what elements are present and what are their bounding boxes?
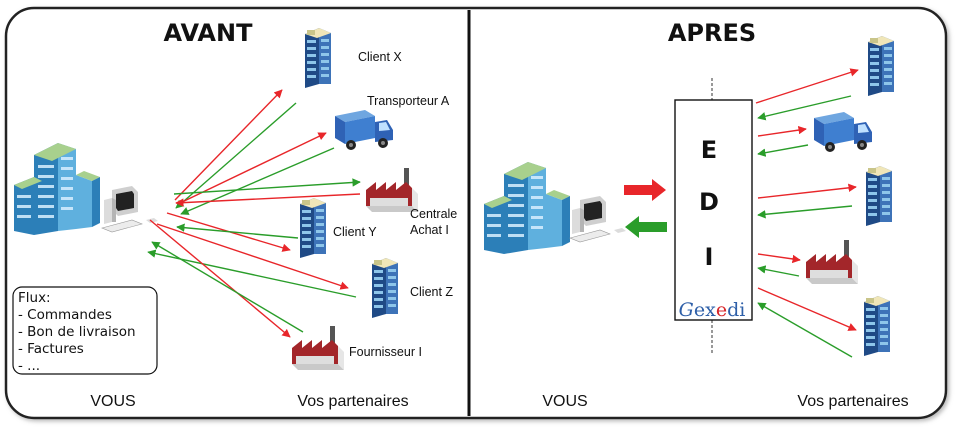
partner-label-fournisseur: Fournisseur I <box>349 345 422 359</box>
partner-office-icon-1 <box>868 36 894 96</box>
arrow-from-fournisseur <box>151 241 304 333</box>
flux-item-factures: - Factures <box>18 341 84 357</box>
edi-platform-box <box>674 99 753 321</box>
arrow-partner-2-to-edi <box>757 144 809 157</box>
left-panel: AVANT Client X Transporteur A Centrale A… <box>12 19 461 410</box>
partner-label-client-z: Client Z <box>410 285 453 299</box>
arrow-to-client-x <box>174 89 283 201</box>
right-panel: APRES E D I Gexedi <box>484 19 909 410</box>
left-footer-partners: Vos partenaires <box>297 393 408 410</box>
arrow-to-centrale <box>175 193 361 207</box>
left-flow-arrows <box>147 89 361 338</box>
partner-office-icon-3 <box>864 296 890 356</box>
arrow-partner-1-to-edi <box>757 95 852 121</box>
partner-office-icon-2 <box>866 166 892 226</box>
arrow-from-client-y <box>176 223 299 239</box>
right-flow-arrows <box>755 68 859 358</box>
right-panel-title: APRES <box>668 19 756 47</box>
arrow-edi-to-partner-5 <box>757 287 857 331</box>
arrow-from-centrale <box>173 178 361 195</box>
edi-letter-e: E <box>701 136 717 164</box>
right-footer-partners: Vos partenaires <box>797 393 908 410</box>
arrow-edi-to-partner-2 <box>757 125 807 137</box>
arrow-from-client-x <box>175 102 297 209</box>
flux-legend-box <box>12 286 158 375</box>
edi-letter-i: I <box>705 243 714 271</box>
flux-heading: Flux: <box>18 290 51 306</box>
edi-letter-d: D <box>699 188 719 216</box>
right-footer-you: VOUS <box>542 393 587 410</box>
partner-label-transporteur: Transporteur A <box>367 94 450 108</box>
flux-item-bon-livraison: - Bon de livraison <box>18 324 136 340</box>
vous-edi-arrows <box>624 179 667 238</box>
arrow-edi-to-partner-3 <box>757 183 857 199</box>
arrow-partner-5-to-edi <box>757 302 853 358</box>
arrow-to-client-z <box>156 223 349 290</box>
arrow-partner-4-to-edi <box>757 265 800 277</box>
arrow-partner-3-to-edi <box>757 205 853 219</box>
receive-from-edi-arrow <box>625 216 667 238</box>
flux-item-commandes: - Commandes <box>18 307 112 323</box>
gexedi-logo: Gexedi <box>679 299 746 321</box>
partner-label-client-y: Client Y <box>333 225 377 239</box>
partner-label-client-x: Client X <box>358 50 402 64</box>
arrow-edi-to-partner-1 <box>755 68 859 104</box>
left-footer-you: VOUS <box>90 393 135 410</box>
arrow-from-transporteur <box>180 147 335 215</box>
client-y-office-icon <box>300 198 326 258</box>
send-to-edi-arrow <box>624 179 666 201</box>
partner-label-centrale: Centrale Achat I <box>410 207 461 237</box>
flux-item-ellipsis: - ... <box>18 358 40 374</box>
arrow-to-fournisseur <box>149 219 291 338</box>
client-z-office-icon <box>372 258 398 318</box>
client-x-office-icon <box>305 28 331 88</box>
arrow-edi-to-partner-4 <box>757 253 801 264</box>
left-panel-title: AVANT <box>164 19 254 47</box>
